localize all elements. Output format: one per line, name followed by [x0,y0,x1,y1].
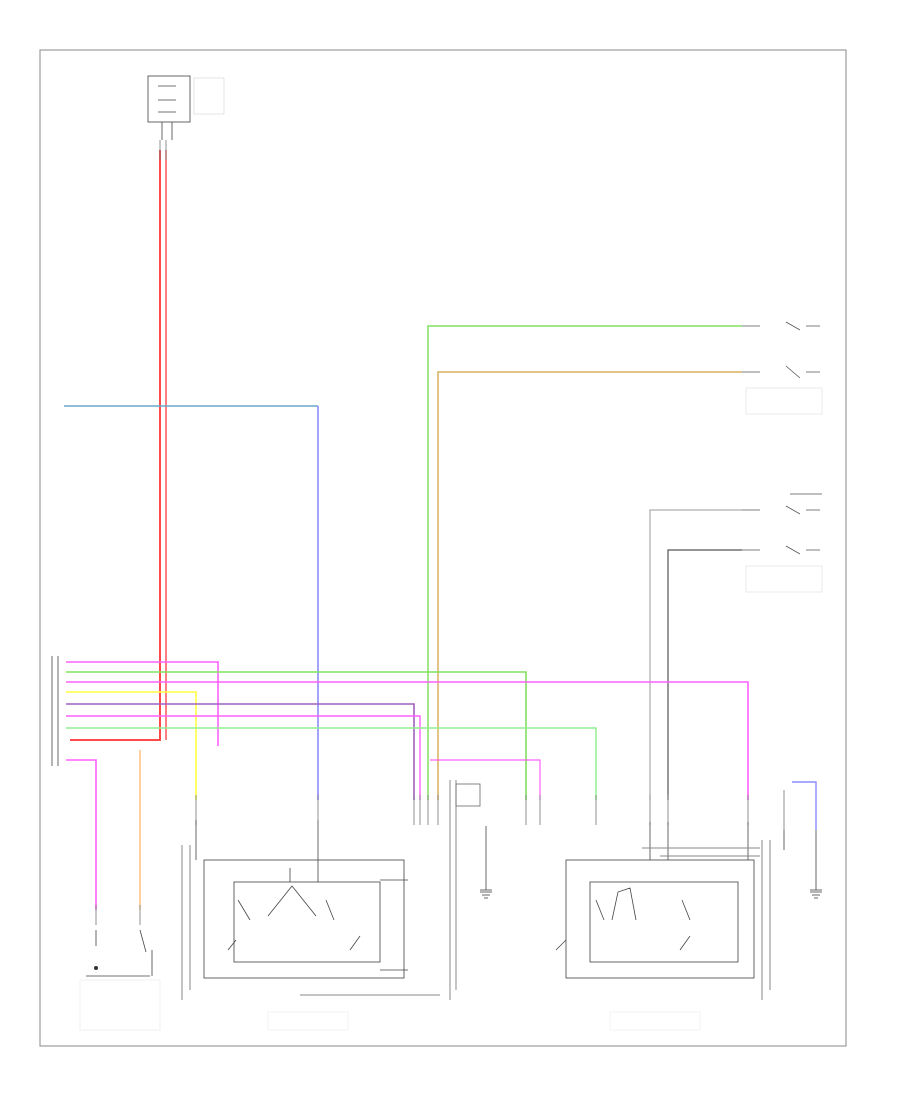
wire-pink-4 [66,759,97,910]
wire-lightgreen [66,727,597,800]
wire-pink-5 [430,759,541,800]
wire-pink-2 [66,681,749,800]
wire-green-2 [66,671,527,800]
top-connector [147,75,225,140]
wire-violet-2 [792,781,817,830]
wire-green [427,325,742,800]
right-terminals [742,321,823,593]
wire-gray [649,509,742,800]
wire-purple [66,703,415,800]
harness-connector [51,656,59,766]
right-switch-caption [609,1011,701,1031]
wire-pink-1 [66,661,219,746]
wire-tan [437,371,742,800]
passenger-switch [79,929,161,1031]
right-switch [555,822,822,1000]
ground-symbol-right [810,891,822,899]
wire-red [70,150,161,741]
left-switch [181,780,492,1000]
wire-yellow [66,691,197,800]
wire-black [667,549,742,800]
wire-pink-3 [66,715,421,800]
ground-symbol-left [480,891,492,899]
pin-stubs [95,140,785,925]
diagram-border [39,49,847,1047]
left-switch-caption [267,1011,349,1031]
